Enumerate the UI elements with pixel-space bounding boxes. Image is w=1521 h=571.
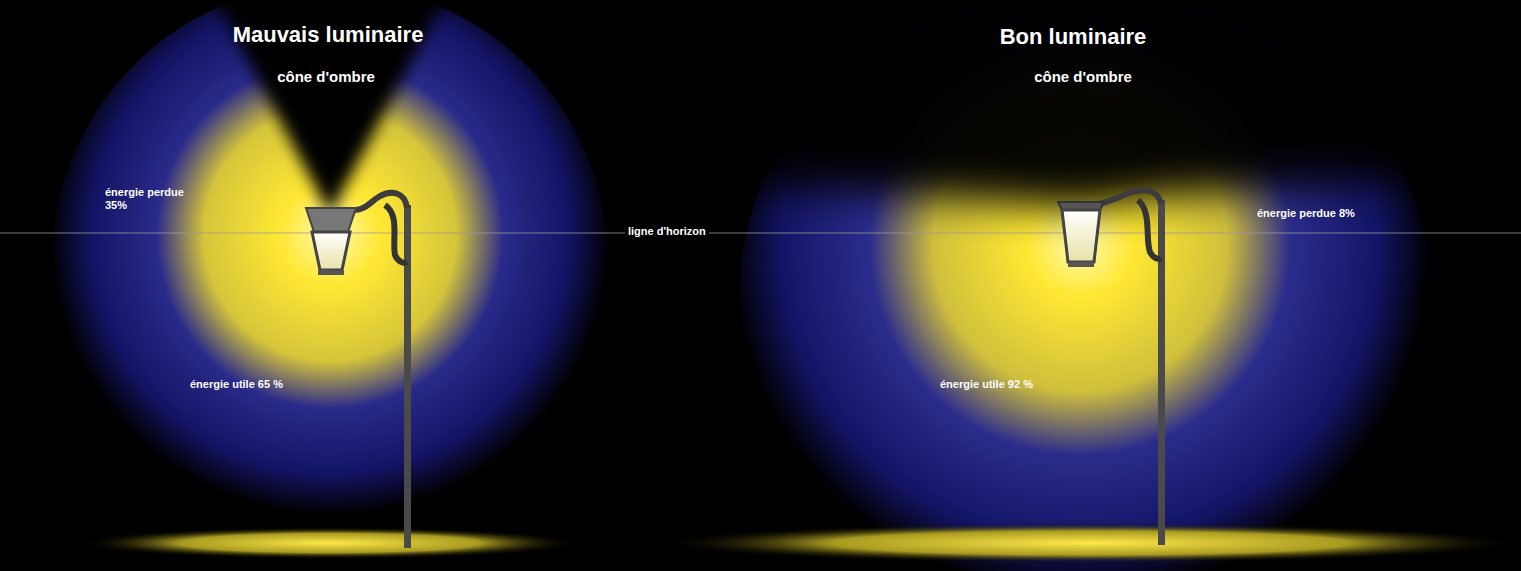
shadow-cone [700, 0, 1470, 208]
energy-label: énergie utile 65 % [190, 378, 283, 391]
shadow-label: cône d'ombre [277, 68, 375, 85]
light-glow [52, 0, 608, 540]
panel-heading: Bon luminaire [1000, 24, 1147, 49]
energy-label: énergie perdue 8% [1257, 207, 1355, 220]
street-lamp [306, 193, 411, 548]
ground-light [660, 523, 1520, 563]
horizon-label: ligne d'horizon [625, 225, 709, 238]
energy-label: énergie utile 92 % [940, 378, 1033, 391]
horizon-line [0, 233, 1521, 234]
panel-heading: Mauvais luminaire [233, 22, 424, 47]
street-lamp [1058, 190, 1165, 545]
shadow-label: cône d'ombre [1034, 68, 1132, 85]
shadow-cone [205, 0, 455, 215]
energy-label: énergie perdue 35% [105, 186, 200, 211]
ground-light [80, 527, 580, 559]
